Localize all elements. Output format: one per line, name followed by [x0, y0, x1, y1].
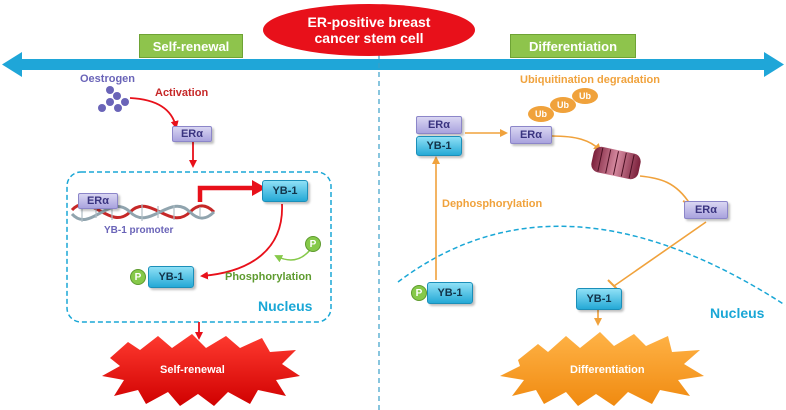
yb1-to-pyb1-arrow: [200, 203, 283, 280]
self-renewal-header: Self-renewal: [139, 34, 243, 58]
left-nucleus-boundary: [66, 171, 332, 323]
ubiquitin-3: Ub: [572, 88, 598, 104]
yb1-right: YB-1: [262, 180, 308, 202]
era-right: ERα: [684, 201, 728, 219]
transcription-arrow-head: [252, 180, 266, 196]
era-to-proteasome-arrow: [551, 135, 602, 152]
title-ellipse: ER-positive breast cancer stem cell: [263, 4, 475, 56]
activation-arrow: [129, 97, 179, 129]
oestrogen-label: Oestrogen: [80, 73, 136, 85]
oestrogen-molecules: [98, 86, 129, 112]
proteasome: [591, 146, 641, 180]
complex-era: ERα: [416, 116, 462, 134]
activation-label: Activation: [155, 87, 209, 99]
page-title: ER-positive breast cancer stem cell: [307, 14, 431, 46]
phosphorylation-label: Phosphorylation: [225, 271, 312, 283]
era-mid: ERα: [510, 126, 552, 144]
differentiation-outcome: Differentiation: [570, 364, 645, 376]
self-renewal-outcome: Self-renewal: [160, 364, 225, 376]
self-renewal-burst: [102, 334, 300, 406]
dephosphorylation-label: Dephosphorylation: [442, 198, 543, 210]
phosphate-icon: P: [305, 236, 321, 252]
proteasome-inhibit-line: [639, 175, 691, 205]
yb1-nucleus: YB-1: [576, 288, 622, 310]
top-double-arrow: [2, 52, 784, 77]
pyb1-right: YB-1: [427, 282, 473, 304]
differentiation-header: Differentiation: [510, 34, 636, 58]
ubiquitination-label: Ubiquitination degradation: [520, 74, 660, 86]
ubiquitin-2: Ub: [550, 97, 576, 113]
left-nucleus-label: Nucleus: [258, 298, 313, 314]
era-top: ERα: [172, 126, 212, 142]
yb1-promoter-label: YB-1 promoter: [104, 225, 174, 236]
dna-helix: [70, 203, 216, 222]
era-dna: ERα: [78, 193, 118, 209]
phosphorylation-arrow: [274, 249, 311, 263]
pyb1-phosphate-icon: P: [130, 269, 146, 285]
complex-yb1: YB-1: [416, 136, 462, 156]
ubiquitin-1: Ub: [528, 106, 554, 122]
transcription-arrow: [197, 185, 252, 202]
pyb1-left: YB-1: [148, 266, 194, 288]
right-pyb1-phosphate-icon: P: [411, 285, 427, 301]
right-nucleus-boundary: [397, 225, 786, 306]
era-inhibit-yb1-line: [613, 221, 707, 287]
right-nucleus-label: Nucleus: [710, 305, 765, 321]
differentiation-burst: [500, 332, 704, 406]
